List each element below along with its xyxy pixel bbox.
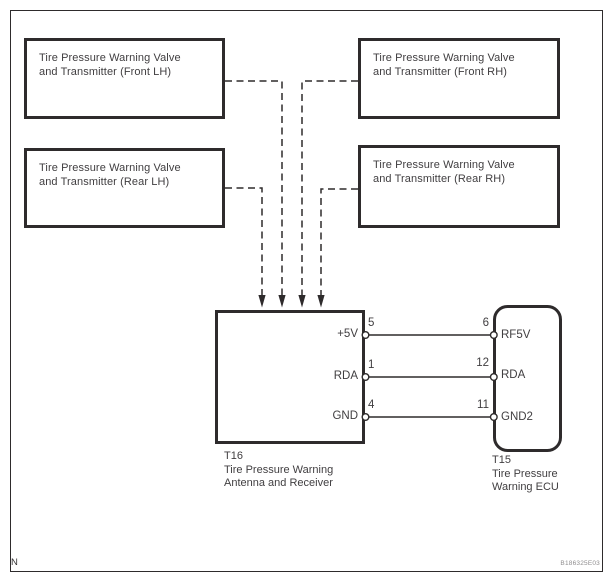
receiver-name-line2: Antenna and Receiver [224,477,333,489]
transmitter-box-rear-lh: Tire Pressure Warning Valve and Transmit… [24,148,225,228]
pin-number-4: 4 [368,399,375,411]
pin-number-5: 5 [368,317,375,329]
signal-path-front-lh [225,80,283,295]
footer-n-mark: N [11,557,18,568]
transmitter-label-line2: and Transmitter (Front RH) [373,66,508,78]
terminal-circles [361,331,498,422]
ecu-name-line1: Tire Pressure [492,467,558,480]
diagram-border [10,10,603,572]
receiver-caption: T16 Tire Pressure Warning Antenna and Re… [224,450,333,491]
receiver-name-line1: Tire Pressure Warning [224,463,334,476]
ecu-code: T15 [492,454,511,466]
transmitter-label-line2: and Transmitter (Front LH) [39,66,172,78]
terminal-t16-4 [361,413,370,422]
signal-path-rear-rh [320,188,358,295]
connector-wires [365,334,494,418]
ecu-caption: T15 Tire Pressure Warning ECU [492,454,559,495]
arrowhead-icon [298,295,306,308]
ecu-name-line2: Warning ECU [492,481,559,493]
transmitter-label-line2: and Transmitter (Rear LH) [39,176,170,188]
arrowhead-icon [278,295,286,308]
dashed-signal-paths [225,80,358,295]
signal-path-rear-lh [225,187,263,295]
pin-label-gnd: GND [332,410,358,422]
transmitter-label-line1: Tire Pressure Warning Valve [39,52,181,64]
pin-label-rf5v: RF5V [501,329,531,341]
terminal-t15-12 [489,373,498,382]
transmitter-box-rear-rh: Tire Pressure Warning Valve and Transmit… [358,145,560,228]
pin-number-6: 6 [482,317,489,329]
pin-number-12: 12 [476,357,489,369]
pin-label-rda-ecu: RDA [501,369,526,381]
pin-label-gnd2: GND2 [501,411,533,423]
transmitter-label-line1: Tire Pressure Warning Valve [373,159,515,171]
pin-label-rda: RDA [333,370,358,382]
arrowhead-icon [317,295,325,308]
arrowhead-icon [258,295,266,308]
transmitter-label-line1: Tire Pressure Warning Valve [373,52,515,64]
signal-path-front-rh [301,80,358,295]
pin-number-11: 11 [477,399,489,411]
transmitter-label-line1: Tire Pressure Warning Valve [39,162,181,174]
signal-arrowheads [258,295,325,308]
transmitter-box-front-lh: Tire Pressure Warning Valve and Transmit… [24,38,225,119]
terminal-t15-6 [489,331,498,340]
figure-code: B186325E03 [560,560,600,567]
terminal-t15-11 [489,413,498,422]
receiver-code: T16 [224,450,243,462]
pin-number-1: 1 [368,359,375,371]
terminal-t16-1 [361,373,370,382]
transmitter-label-line2: and Transmitter (Rear RH) [373,173,506,185]
pin-label-plus5v: +5V [337,328,358,340]
transmitter-box-front-rh: Tire Pressure Warning Valve and Transmit… [358,38,560,119]
terminal-t16-5 [361,331,370,340]
